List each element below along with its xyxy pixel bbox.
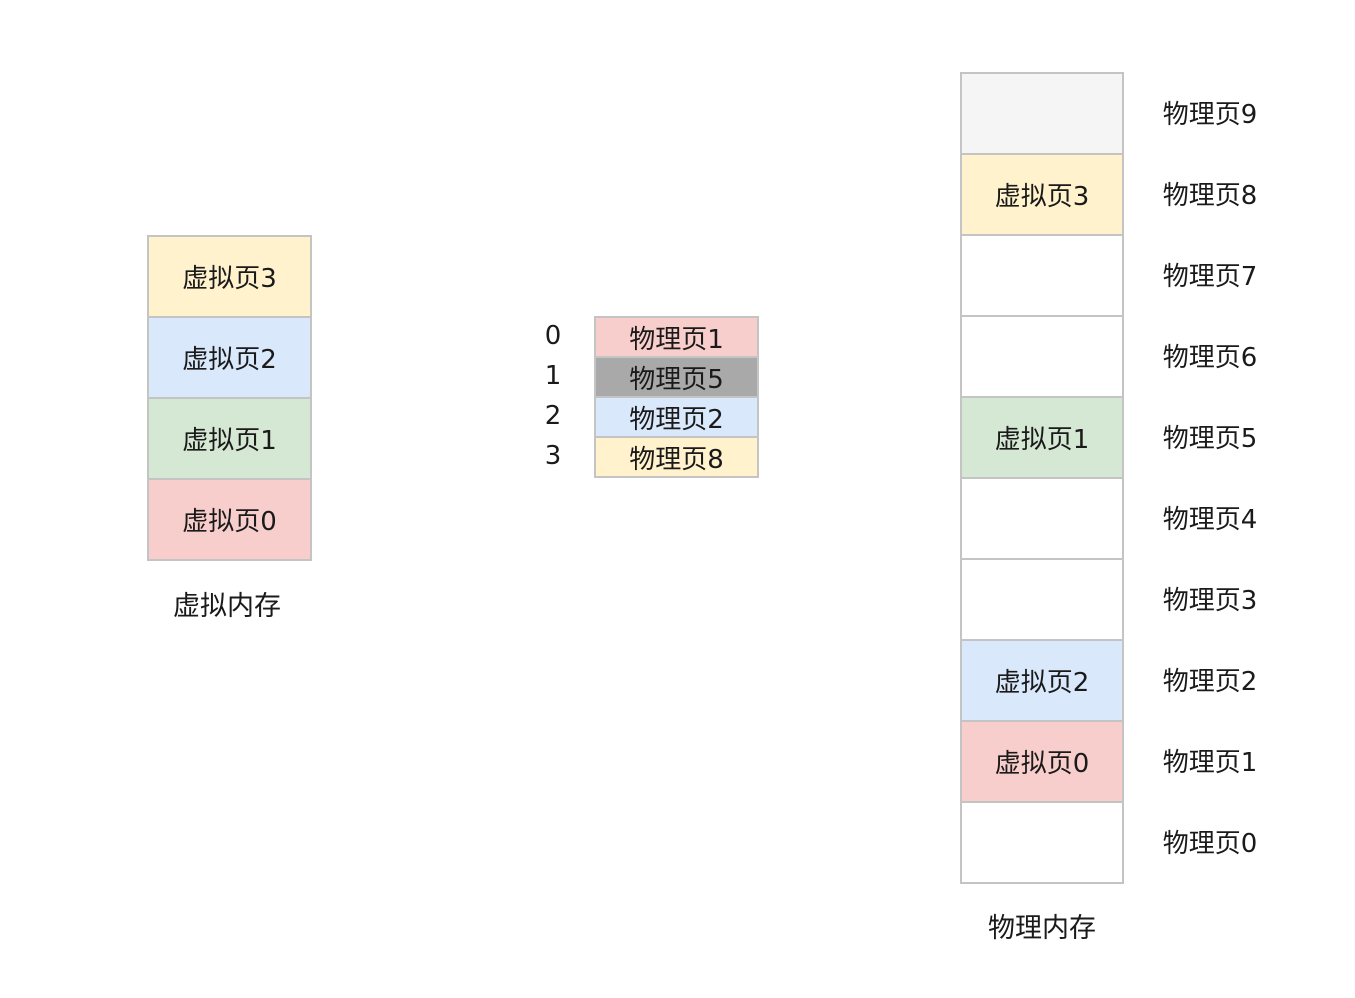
page-table-entry-1: 物理页5: [594, 356, 759, 398]
physical-frame-1: 虚拟页0: [960, 720, 1124, 803]
virtual-page-0: 虚拟页0: [147, 478, 312, 561]
page-table-index: 0: [544, 321, 562, 351]
physical-frame-3: [960, 558, 1124, 641]
page-table-index: 3: [544, 441, 562, 471]
virtual-page-2: 虚拟页2: [147, 316, 312, 399]
virtual-memory-stack: 虚拟页3 虚拟页2 虚拟页1 虚拟页0: [147, 235, 312, 561]
physical-memory-caption: 物理内存: [988, 913, 1096, 944]
page-table: 物理页1 物理页5 物理页2 物理页8: [594, 316, 759, 478]
physical-frame-2: 虚拟页2: [960, 639, 1124, 722]
physical-frame-labels: 物理页9 物理页8 物理页7 物理页6 物理页5 物理页4 物理页3 物理页2 …: [1140, 72, 1280, 882]
page-table-index-column: 0 1 2 3: [530, 316, 576, 476]
physical-frame-label: 物理页4: [1162, 505, 1258, 535]
page-table-index: 2: [544, 401, 562, 431]
page-table-entry-3: 物理页8: [594, 436, 759, 478]
physical-frame-label: 物理页2: [1162, 667, 1258, 697]
physical-frame-0: [960, 801, 1124, 884]
physical-frame-8: 虚拟页3: [960, 153, 1124, 236]
physical-frame-7: [960, 234, 1124, 317]
page-table-index: 1: [544, 361, 562, 391]
physical-frame-6: [960, 315, 1124, 398]
page-table-entry-0: 物理页1: [594, 316, 759, 358]
physical-frame-4: [960, 477, 1124, 560]
virtual-page-1: 虚拟页1: [147, 397, 312, 480]
physical-frame-label: 物理页9: [1162, 100, 1258, 130]
virtual-memory-caption: 虚拟内存: [173, 591, 281, 622]
physical-frame-9: [960, 72, 1124, 155]
virtual-page-3: 虚拟页3: [147, 235, 312, 318]
physical-frame-label: 物理页5: [1162, 424, 1258, 454]
physical-frame-5: 虚拟页1: [960, 396, 1124, 479]
physical-frame-label: 物理页3: [1162, 586, 1258, 616]
physical-frame-label: 物理页1: [1162, 748, 1258, 778]
physical-frame-label: 物理页0: [1162, 829, 1258, 859]
physical-frame-label: 物理页7: [1162, 262, 1258, 292]
physical-frame-label: 物理页6: [1162, 343, 1258, 373]
page-table-entry-2: 物理页2: [594, 396, 759, 438]
physical-frame-label: 物理页8: [1162, 181, 1258, 211]
physical-memory-stack: 虚拟页3 虚拟页1 虚拟页2 虚拟页0: [960, 72, 1124, 884]
